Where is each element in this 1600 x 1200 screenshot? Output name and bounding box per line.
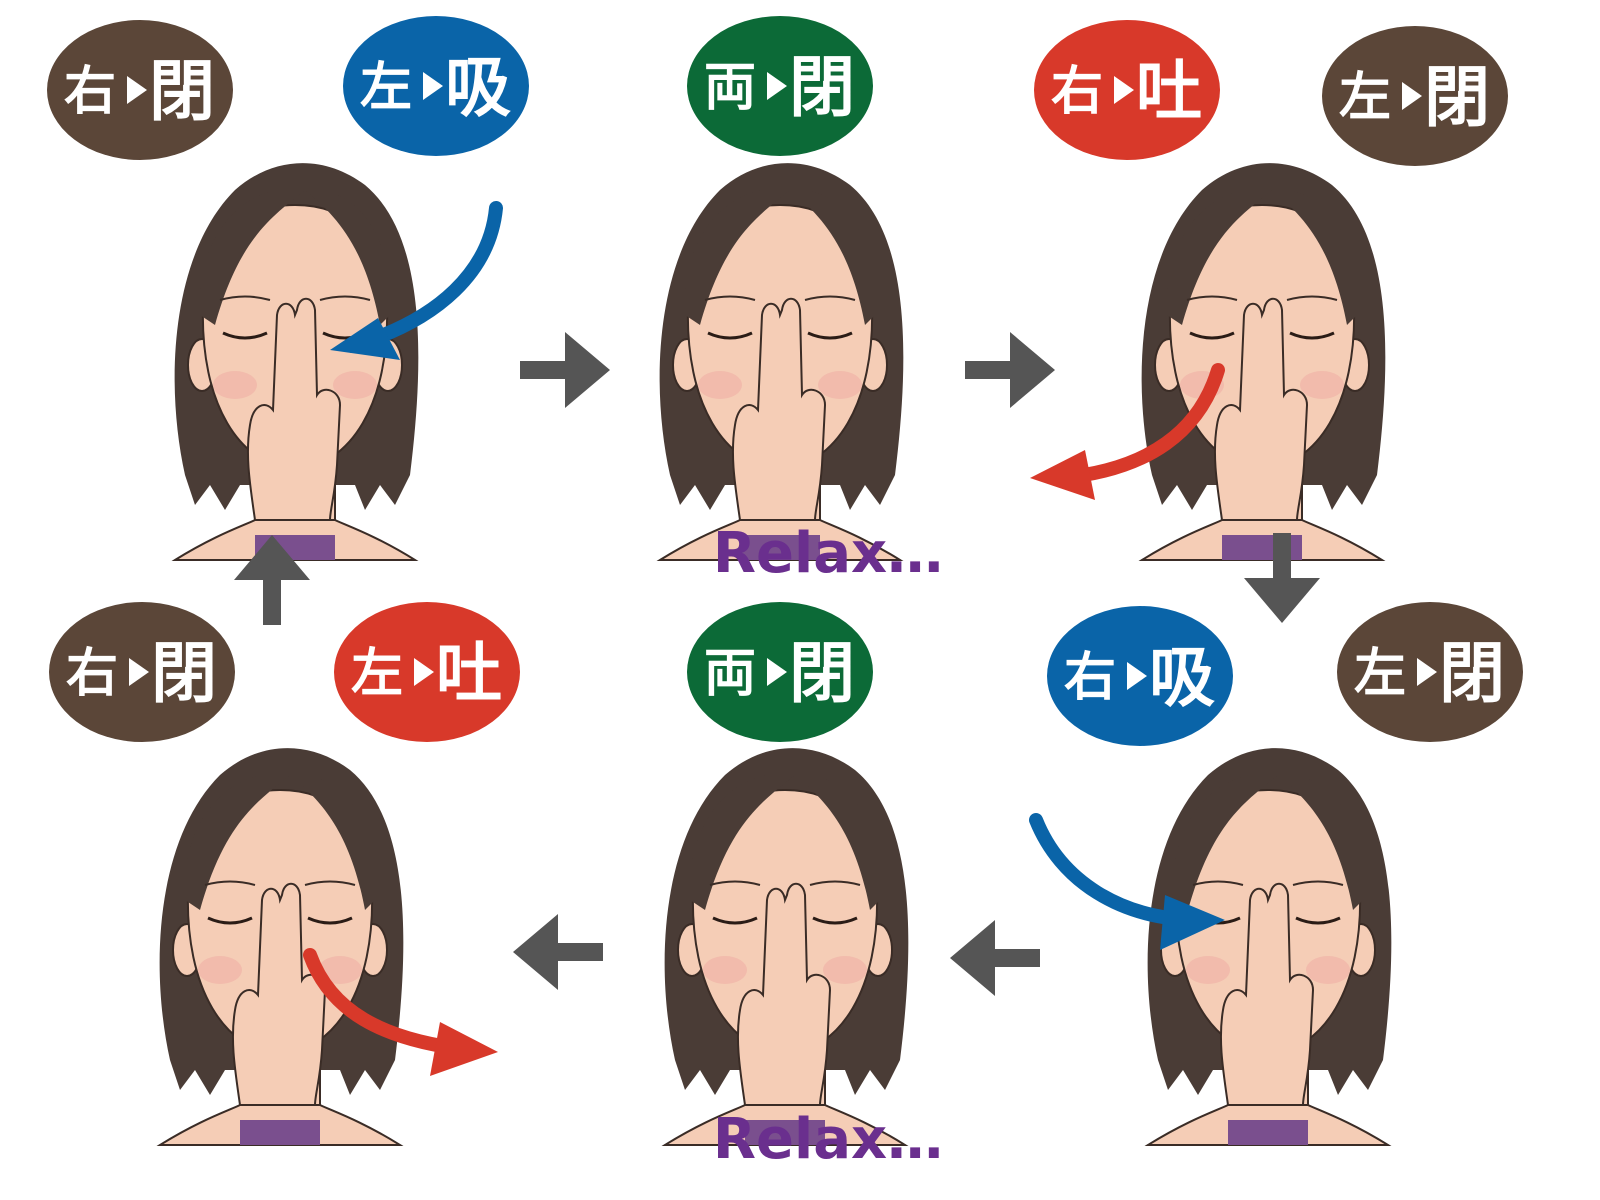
face-4-illustration — [1146, 746, 1393, 1147]
flow-arrow-left-2 — [513, 914, 603, 990]
badge-triangle-icon — [1402, 82, 1422, 110]
badge-triangle-icon — [1114, 76, 1134, 104]
badge-r1-b: 左吸 — [343, 16, 529, 156]
badge-action: 吸 — [1149, 639, 1215, 716]
badge-action: 閉 — [789, 635, 855, 712]
badge-side: 左 — [351, 644, 403, 704]
badge-r2-e: 左閉 — [1337, 602, 1523, 742]
badge-triangle-icon — [414, 658, 434, 686]
badge-side: 両 — [704, 58, 756, 118]
breath-arrow-inhale-left — [330, 201, 503, 360]
flow-arrow-left-1 — [950, 920, 1040, 996]
breath-arrow-exhale-right — [1030, 363, 1225, 500]
breath-arrow-exhale-left — [303, 948, 498, 1076]
badge-r1-a: 右閉 — [47, 20, 233, 160]
face-1-illustration — [173, 161, 420, 562]
badge-side: 左 — [1354, 644, 1406, 704]
badge-side: 右 — [1064, 648, 1116, 708]
badge-r2-b: 左吐 — [334, 602, 520, 742]
breath-arrow-inhale-right — [1029, 813, 1225, 950]
badge-side: 左 — [360, 58, 412, 118]
badge-side: 両 — [704, 644, 756, 704]
badge-action: 吐 — [436, 635, 502, 712]
badge-r2-d: 右吸 — [1047, 606, 1233, 746]
badge-triangle-icon — [129, 658, 149, 686]
badge-r1-e: 左閉 — [1322, 26, 1508, 166]
badge-action: 閉 — [789, 49, 855, 126]
relax-label-top: Relax… — [713, 521, 943, 586]
badge-side: 左 — [1339, 68, 1391, 128]
badge-r2-c: 両閉 — [687, 602, 873, 742]
badge-r1-c: 両閉 — [687, 16, 873, 156]
face-3-illustration — [1140, 161, 1387, 562]
badge-triangle-icon — [1417, 658, 1437, 686]
badge-triangle-icon — [1127, 662, 1147, 690]
badge-triangle-icon — [767, 72, 787, 100]
relax-label-bottom: Relax… — [713, 1107, 943, 1172]
badge-action: 閉 — [149, 53, 215, 130]
badge-triangle-icon — [423, 72, 443, 100]
badge-side: 右 — [1051, 62, 1103, 122]
badge-action: 閉 — [1424, 59, 1490, 136]
badge-r2-a: 右閉 — [49, 602, 235, 742]
badge-action: 吸 — [445, 49, 511, 126]
face-5-illustration — [663, 746, 910, 1147]
badge-side: 右 — [64, 62, 116, 122]
badge-action: 閉 — [151, 635, 217, 712]
badge-side: 右 — [66, 644, 118, 704]
badge-triangle-icon — [127, 76, 147, 104]
flow-arrow-right-2 — [965, 332, 1055, 408]
face-2-illustration — [658, 161, 905, 562]
flow-arrow-right-1 — [520, 332, 610, 408]
badge-action: 吐 — [1136, 53, 1202, 130]
badge-action: 閉 — [1439, 635, 1505, 712]
badge-triangle-icon — [767, 658, 787, 686]
face-6-illustration — [158, 746, 405, 1147]
badge-r1-d: 右吐 — [1034, 20, 1220, 160]
